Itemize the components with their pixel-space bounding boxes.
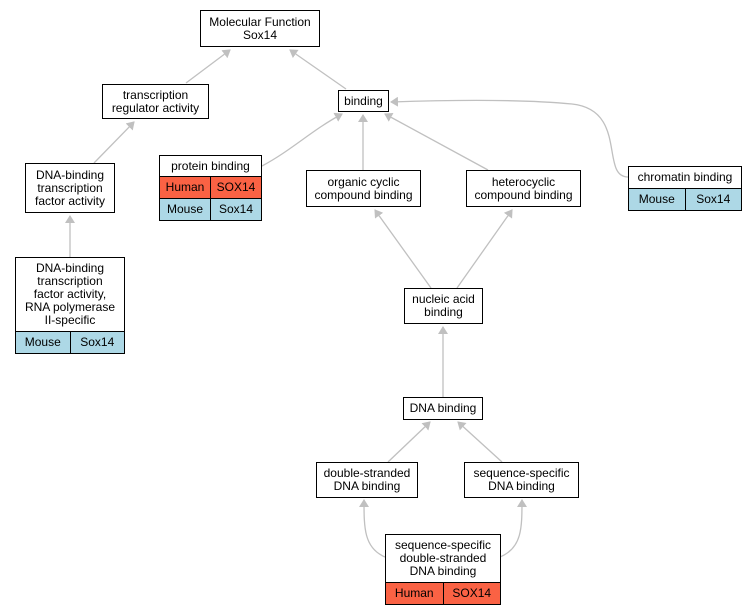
node-dna-binding-transcription-factor-activity[interactable]: DNA-binding transcription factor activit… bbox=[25, 163, 115, 213]
node-chromatin-binding[interactable]: chromatin binding Mouse Sox14 bbox=[628, 166, 742, 211]
gene-cell: SOX14 bbox=[442, 583, 501, 604]
node-label: organic cyclic compound binding bbox=[314, 174, 413, 202]
edge-protein-binding-to-binding bbox=[261, 112, 343, 167]
node-molecular-function-root[interactable]: Molecular Function Sox14 bbox=[200, 10, 320, 47]
node-protein-binding[interactable]: protein binding Human SOX14 Mouse Sox14 bbox=[159, 155, 262, 221]
annotation-row-human: Human SOX14 bbox=[386, 582, 500, 604]
node-label: binding bbox=[344, 93, 383, 108]
node-label: sequence-specific DNA binding bbox=[473, 466, 570, 493]
node-sequence-specific-dna-binding[interactable]: sequence-specific DNA binding bbox=[464, 462, 579, 498]
node-label: double-stranded DNA binding bbox=[323, 466, 411, 493]
edge-binding-to-root bbox=[289, 49, 347, 90]
edge-heterocyclic-to-binding bbox=[384, 112, 489, 171]
node-label: DNA-binding transcription factor activit… bbox=[34, 167, 106, 208]
edge-dna-binding-tf-to-transcription-regulator bbox=[93, 121, 135, 164]
node-sequence-specific-double-stranded-dna-binding[interactable]: sequence-specific double-stranded DNA bi… bbox=[385, 534, 501, 605]
node-label: DNA-binding transcription factor activit… bbox=[24, 261, 116, 327]
node-label: Molecular Function Sox14 bbox=[209, 14, 311, 42]
edge-ss-ds-dna-to-ds-dna bbox=[359, 499, 386, 558]
node-double-stranded-dna-binding[interactable]: double-stranded DNA binding bbox=[316, 462, 418, 498]
node-heterocyclic-compound-binding[interactable]: heterocyclic compound binding bbox=[466, 170, 581, 207]
node-rna-polymerase-ii-specific-tf-activity[interactable]: DNA-binding transcription factor activit… bbox=[15, 257, 125, 354]
species-cell: Human bbox=[394, 586, 434, 600]
node-transcription-regulator-activity[interactable]: transcription regulator activity bbox=[102, 84, 209, 119]
species-cell: Mouse bbox=[638, 192, 675, 206]
edge-chromatin-binding-to-binding bbox=[390, 96, 629, 178]
node-label: protein binding bbox=[171, 158, 250, 173]
node-binding[interactable]: binding bbox=[338, 90, 389, 112]
gene-cell: Sox14 bbox=[69, 332, 125, 353]
edge-nucleic-acid-to-organic-cyclic bbox=[374, 209, 432, 289]
node-label: nucleic acid binding bbox=[412, 292, 475, 319]
annotation-row-human: Human SOX14 bbox=[160, 176, 261, 198]
species-cell: Mouse bbox=[166, 202, 204, 216]
species-cell: Human bbox=[165, 180, 205, 194]
annotation-row-mouse: Mouse Sox14 bbox=[160, 198, 261, 220]
node-label: chromatin binding bbox=[637, 170, 733, 184]
node-dna-binding[interactable]: DNA binding bbox=[403, 397, 483, 420]
node-nucleic-acid-binding[interactable]: nucleic acid binding bbox=[404, 288, 483, 324]
node-label: sequence-specific double-stranded DNA bi… bbox=[394, 538, 492, 578]
annotation-row-mouse: Mouse Sox14 bbox=[629, 188, 741, 210]
node-label: DNA binding bbox=[409, 401, 477, 415]
node-organic-cyclic-compound-binding[interactable]: organic cyclic compound binding bbox=[306, 170, 421, 207]
edge-transcription-regulator-to-root bbox=[185, 49, 231, 84]
node-label: transcription regulator activity bbox=[111, 87, 200, 115]
edge-ss-ds-dna-to-ss-dna bbox=[499, 499, 527, 558]
edge-nucleic-acid-to-heterocyclic bbox=[456, 209, 513, 289]
edge-ss-dna-to-dna-binding bbox=[457, 421, 503, 463]
edge-ds-dna-to-dna-binding bbox=[387, 421, 431, 463]
annotation-row-mouse: Mouse Sox14 bbox=[16, 331, 124, 353]
gene-cell: Sox14 bbox=[210, 199, 261, 220]
gene-cell: SOX14 bbox=[210, 177, 261, 198]
node-label: heterocyclic compound binding bbox=[474, 174, 573, 202]
gene-cell: Sox14 bbox=[684, 189, 742, 210]
species-cell: Mouse bbox=[24, 335, 61, 349]
